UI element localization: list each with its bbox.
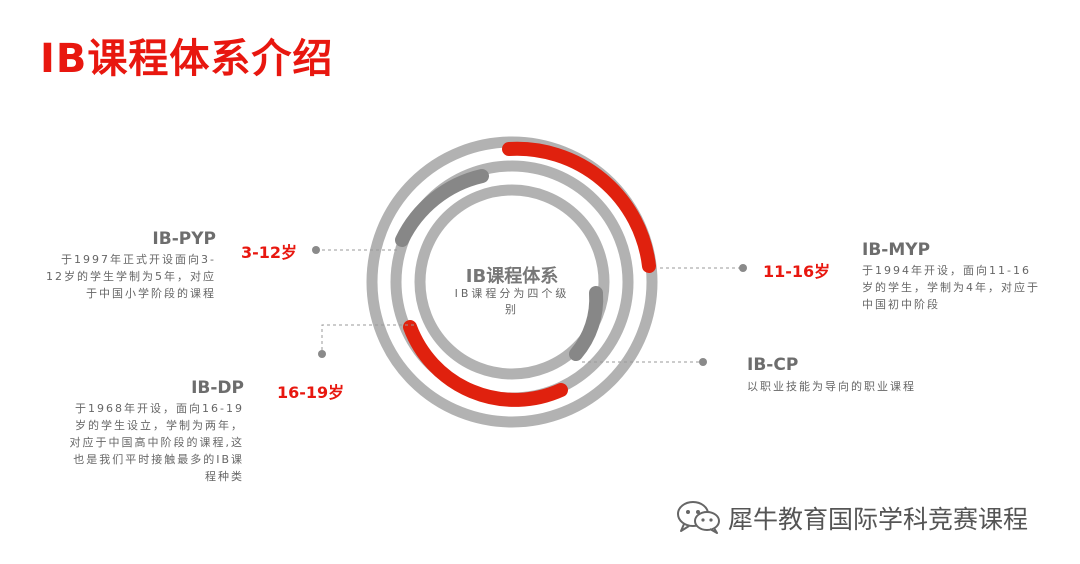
arc-pyp — [395, 169, 489, 247]
pyp-age: 3-12岁 — [241, 243, 298, 262]
page-title: IB课程体系介绍 — [40, 36, 334, 82]
cp-description: 以职业技能为导向的职业课程 — [747, 380, 916, 393]
connector-dot-dp — [318, 350, 326, 358]
pyp-description: 于1997年正式开设面向3-12岁的学生学制为5年，对应于中国小学阶段的课程 — [46, 253, 216, 300]
cp-name: IB-CP — [747, 355, 799, 375]
connector-dot-myp — [739, 264, 747, 272]
arc-cp — [569, 286, 604, 361]
wechat-icon — [677, 501, 720, 534]
dp-name: IB-DP — [191, 378, 244, 398]
arc-dp — [403, 320, 568, 407]
connector-dot-cp — [699, 358, 707, 366]
center-description: IB课程分为四个级别 — [454, 287, 570, 316]
brand-name: 犀牛教育国际学科竞赛课程 — [728, 505, 1029, 534]
arc-myp — [502, 141, 656, 273]
connector-dot-pyp — [312, 246, 320, 254]
myp-age: 11-16岁 — [763, 262, 831, 281]
myp-description: 于1994年开设，面向11-16岁的学生，学制为4年，对应于中国初中阶段 — [862, 264, 1040, 311]
connector-dp — [321, 324, 414, 352]
center-title: IB课程体系 — [465, 266, 559, 287]
myp-name: IB-MYP — [862, 240, 931, 260]
pyp-name: IB-PYP — [152, 229, 216, 249]
dp-description: 于1968年开设，面向16-19岁的学生设立，学制为两年，对应于中国高中阶段的课… — [69, 402, 244, 483]
ring-inner — [414, 184, 610, 380]
dp-age: 16-19岁 — [277, 383, 345, 402]
